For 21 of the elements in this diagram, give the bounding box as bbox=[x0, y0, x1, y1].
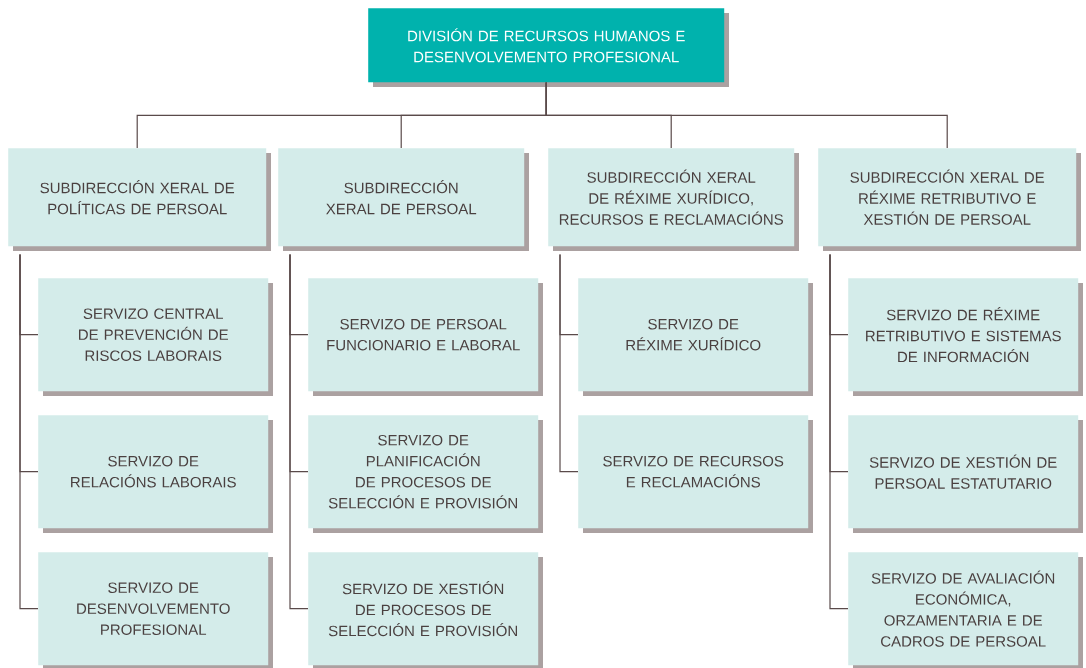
service-box: SERVIZO CENTRAL DE PREVENCIÓN DE RISCOS LABORAIS bbox=[38, 278, 273, 396]
subdirection-box: SUBDIRECCIÓN XERAL DE PERSOAL bbox=[278, 148, 529, 251]
service-box: SERVIZO DE DESENVOLVEMENTO PROFESIONAL bbox=[38, 552, 273, 668]
connector-line bbox=[545, 81, 948, 149]
service-box: SERVIZO DE RECURSOS E RECLAMACIÓNS bbox=[578, 415, 813, 533]
service-box: SERVIZO DE RELACIÓNS LABORAIS bbox=[38, 415, 273, 533]
subdirection-box: SUBDIRECCIÓN XERAL DE RÉXIME XURÍDICO, RECURSOS E RECLAMACIÓNS bbox=[548, 148, 799, 251]
subdirection-box: SUBDIRECCIÓN XERAL DE POLÍTICAS DE PERSOAL bbox=[8, 148, 271, 251]
service-box: SERVIZO DE PLANIFICACIÓN DE PROCESOS DE SELECCIÓN E PROVISIÓN bbox=[308, 415, 543, 533]
connector-line bbox=[19, 253, 39, 610]
service-box: SERVIZO DE RÉXIME RETRIBUTIVO E SISTEMAS DE INFORMACIÓN bbox=[848, 278, 1083, 396]
connector-line bbox=[289, 253, 309, 610]
service-box: SERVIZO DE PERSOAL FUNCIONARIO E LABORAL bbox=[308, 278, 543, 396]
subdirection-box: SUBDIRECCIÓN XERAL DE RÉXIME RETRIBUTIVO E XESTIÓN DE PERSOAL bbox=[818, 148, 1081, 251]
service-box: SERVIZO DE XESTIÓN DE PROCESOS DE SELECCIÓN E PROVISIÓN bbox=[308, 552, 543, 668]
service-box: SERVIZO DE XESTIÓN DE PERSOAL ESTATUTARIO bbox=[848, 415, 1083, 533]
service-box: SERVIZO DE AVALIACIÓN ECONÓMICA, ORZAMENTARIA E DE CADROS DE PERSOAL bbox=[848, 552, 1083, 668]
connector-line bbox=[829, 253, 849, 610]
division-box: DIVISIÓN DE RECURSOS HUMANOS E DESENVOLVEMENTO PROFESIONAL bbox=[368, 8, 729, 87]
connector-line bbox=[559, 253, 579, 473]
service-box: SERVIZO DE RÉXIME XURÍDICO bbox=[578, 278, 813, 396]
